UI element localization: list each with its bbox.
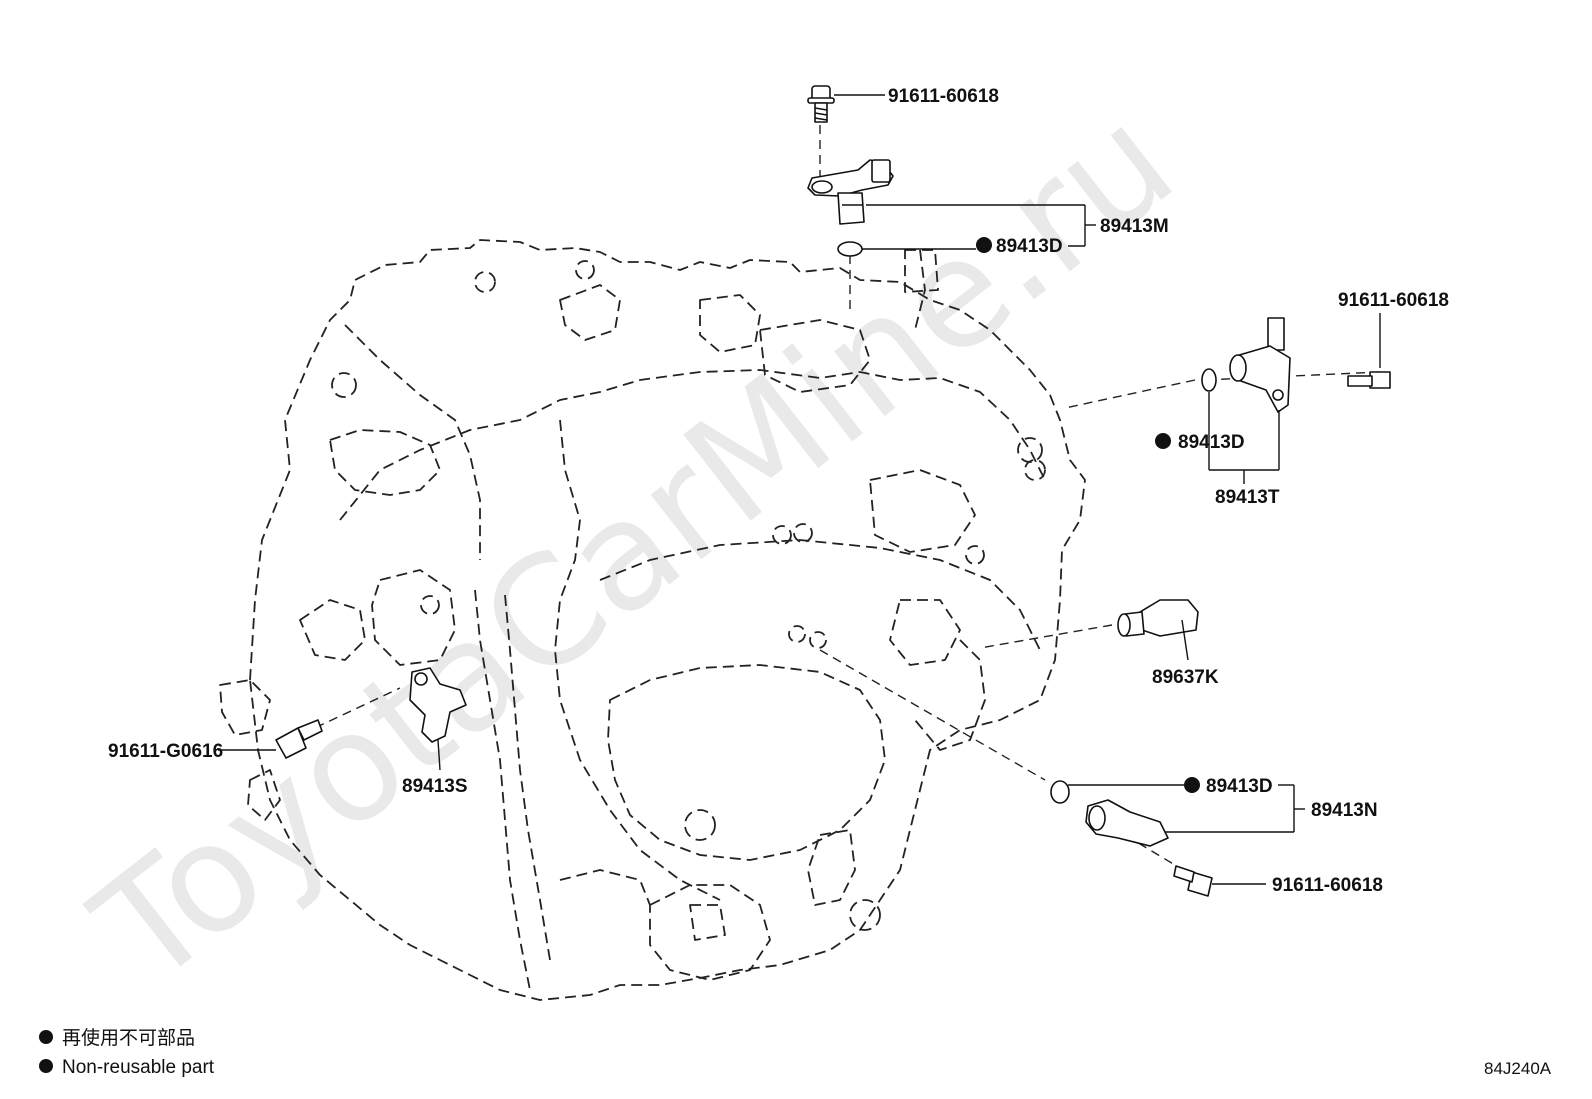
o-ring-n-icon (1050, 780, 1070, 804)
callout-oring-m[interactable]: 89413D (996, 236, 1063, 257)
legend-bullet-icon (39, 1030, 53, 1044)
callout-sensor-s[interactable]: 89413S (402, 776, 468, 797)
callout-bolt-bottom[interactable]: 91611-60618 (1272, 875, 1383, 896)
watermark: ToyotaCarMine.ru (64, 74, 1205, 1018)
speed-sensor-s-icon (409, 667, 467, 743)
callout-oring-n[interactable]: 89413D (1206, 776, 1273, 797)
bolt-left-icon (275, 719, 323, 759)
callout-sensor-t[interactable]: 89413T (1215, 487, 1280, 508)
callout-sensor-n[interactable]: 89413N (1311, 800, 1378, 821)
callout-bolt-top[interactable]: 91611-60618 (888, 86, 999, 107)
speed-sensor-m-icon (807, 159, 894, 225)
pressure-switch-k-icon (1117, 599, 1199, 637)
legend-bullet-icon (39, 1059, 53, 1073)
diagram-code: 84J240A (1484, 1059, 1552, 1078)
bolt-right-icon (1347, 371, 1391, 389)
non-reusable-bullet (1184, 777, 1200, 793)
callout-oring-t[interactable]: 89413D (1178, 432, 1245, 453)
bolt-bottom-icon (1173, 865, 1213, 897)
callout-sensor-m[interactable]: 89413M (1100, 216, 1169, 237)
o-ring-t-icon (1201, 368, 1217, 392)
bolt-top-icon (807, 85, 835, 123)
leader-lines (218, 94, 1381, 885)
legend-english: Non-reusable part (62, 1057, 215, 1078)
speed-sensor-n-icon (1085, 799, 1169, 847)
legend: 再使用不可部品 Non-reusable part (39, 1027, 215, 1078)
legend-japanese: 再使用不可部品 (62, 1027, 195, 1049)
speed-sensor-t-icon (1229, 317, 1291, 413)
callout-switch-k[interactable]: 89637K (1152, 667, 1219, 688)
callout-bolt-right[interactable]: 91611-60618 (1338, 290, 1449, 311)
callout-bolt-left[interactable]: 91611-G0616 (108, 741, 223, 762)
o-ring-m-icon (837, 241, 863, 257)
non-reusable-bullet (1155, 433, 1171, 449)
transmission-housing (219, 239, 1086, 1001)
non-reusable-bullet (976, 237, 992, 253)
